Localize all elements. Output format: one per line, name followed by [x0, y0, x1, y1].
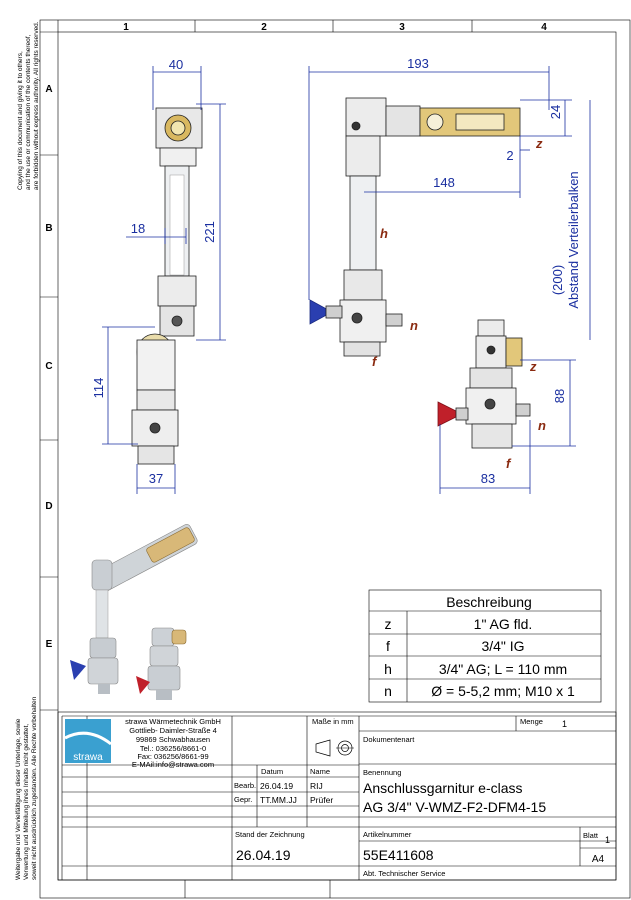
- logo-text: strawa: [73, 752, 103, 763]
- format-value: A4: [592, 854, 605, 865]
- company-line: Tel.: 036256/8661-0: [140, 744, 206, 753]
- lower-right-dimensions: 88 83: [439, 359, 576, 494]
- description-table: Beschreibung z 1" AG fld. f 3/4" IG h 3/…: [368, 589, 602, 703]
- datum-label: Datum: [261, 767, 283, 776]
- svg-text:and the use or communication o: and the use or communication of the cont…: [25, 34, 32, 190]
- strawa-logo: [65, 719, 111, 763]
- artikel-number: 55E411608: [363, 847, 434, 863]
- column-label-3: 3: [399, 22, 405, 33]
- blatt-label: Blatt: [583, 831, 599, 840]
- callout-z-2: z: [529, 359, 537, 374]
- row-label-b: B: [45, 223, 52, 234]
- svg-text:are forbidden without express: are forbidden without express authority.…: [33, 21, 40, 190]
- side-view: [309, 97, 521, 357]
- dim-18: 18: [131, 221, 145, 236]
- isometric-rendering-large: [70, 524, 198, 694]
- title-block: strawa strawa Wärmetechnik GmbH Gottlieb…: [57, 711, 617, 881]
- dim-200: (200): [550, 265, 565, 295]
- benennung-label: Benennung: [363, 768, 401, 777]
- table-value: 3/4" IG: [481, 638, 524, 654]
- svg-text:soweit nicht ausdrücklich zuge: soweit nicht ausdrücklich zugestanden. A…: [31, 696, 38, 880]
- dim-193: 193: [407, 56, 429, 71]
- callout-n-1: n: [410, 318, 418, 333]
- callout-n-2: n: [538, 418, 546, 433]
- blatt-value: 1: [605, 835, 610, 845]
- title-line-1: Anschlussgarnitur e-class: [363, 780, 523, 796]
- dim-221: 221: [202, 221, 217, 243]
- table-key: n: [384, 683, 392, 699]
- table-value: 3/4" AG; L = 110 mm: [439, 661, 567, 677]
- svg-text:Copying of this document and g: Copying of this document and giving it t…: [17, 51, 24, 190]
- dim-83: 83: [481, 471, 495, 486]
- table-key: f: [386, 638, 390, 654]
- dokumentenart-label: Dokumentenart: [363, 735, 415, 744]
- dim-37: 37: [149, 471, 163, 486]
- front-view: [131, 107, 203, 465]
- bearb-name: RIJ: [310, 781, 323, 791]
- row-label-c: C: [45, 361, 52, 372]
- callout-f-2: f: [506, 456, 512, 471]
- company-line: Fax: 036256/8661-99: [137, 752, 208, 761]
- column-label-4: 4: [541, 22, 547, 33]
- table-key: h: [384, 661, 392, 677]
- company-line: 99869 Schwabhausen: [136, 735, 210, 744]
- menge-label: Menge: [520, 717, 543, 726]
- stand-label: Stand der Zeichnung: [235, 830, 305, 839]
- callout-h: h: [380, 226, 388, 241]
- svg-text:Weitergabe und Vervielfältigun: Weitergabe und Vervielfältigung dieser U…: [15, 718, 22, 880]
- table-header: Beschreibung: [446, 594, 532, 610]
- row-label-e: E: [46, 639, 53, 650]
- stand-value: 26.04.19: [236, 847, 291, 863]
- copyright-note-en: Copying of this document and giving it t…: [17, 21, 40, 190]
- dim-24: 24: [548, 105, 563, 119]
- dim-148: 148: [433, 175, 455, 190]
- dim-88: 88: [552, 389, 567, 403]
- dim-114: 114: [91, 378, 106, 399]
- svg-text:Verwertung und Mitteilung ihre: Verwertung und Mitteilung ihres Inhalts …: [23, 724, 30, 880]
- table-value: 1" AG fld.: [474, 616, 533, 632]
- abstand-label: Abstand Verteilerbalken: [566, 171, 581, 308]
- bearb-label: Bearb.: [234, 781, 256, 790]
- gepr-name: Prüfer: [310, 795, 333, 805]
- company-line: strawa Wärmetechnik GmbH: [125, 717, 221, 726]
- copyright-note-de: Weitergabe und Vervielfältigung dieser U…: [15, 696, 38, 880]
- name-label: Name: [310, 767, 330, 776]
- isometric-rendering-small: [136, 627, 187, 700]
- title-line-2: AG 3/4" V-WMZ-F2-DFM4-15: [363, 799, 546, 815]
- masse-label: Maße in mm: [312, 717, 354, 726]
- gepr-label: Gepr.: [234, 795, 252, 804]
- company-line: E-MAil:info@strawa.com: [132, 760, 214, 769]
- row-label-a: A: [45, 84, 52, 95]
- company-line: Gottlieb- Daimler-Straße 4: [129, 726, 217, 735]
- front-view-dimensions: 40 221 18 114 37: [91, 57, 226, 494]
- sheet-frame: [39, 19, 631, 899]
- projection-symbol-icon: [315, 739, 331, 757]
- artikel-label: Artikelnummer: [363, 830, 412, 839]
- department-label: Abt. Technischer Service: [363, 869, 445, 878]
- row-label-d: D: [45, 501, 52, 512]
- bearb-date: 26.04.19: [260, 781, 293, 791]
- lower-right-view: [437, 319, 531, 449]
- table-key: z: [385, 616, 392, 632]
- callout-z-1: z: [535, 136, 543, 151]
- side-view-dimensions: 193 24 2 148 (200) Abstand Verteilerbalk…: [308, 56, 591, 340]
- column-label-2: 2: [261, 22, 267, 33]
- table-value: Ø = 5-5,2 mm; M10 x 1: [431, 683, 575, 699]
- dim-2: 2: [506, 148, 513, 163]
- callout-f-1: f: [372, 354, 378, 369]
- menge-value: 1: [562, 719, 567, 729]
- gepr-date: TT.MM.JJ: [260, 795, 297, 805]
- dim-40: 40: [169, 57, 183, 72]
- column-label-1: 1: [123, 22, 129, 33]
